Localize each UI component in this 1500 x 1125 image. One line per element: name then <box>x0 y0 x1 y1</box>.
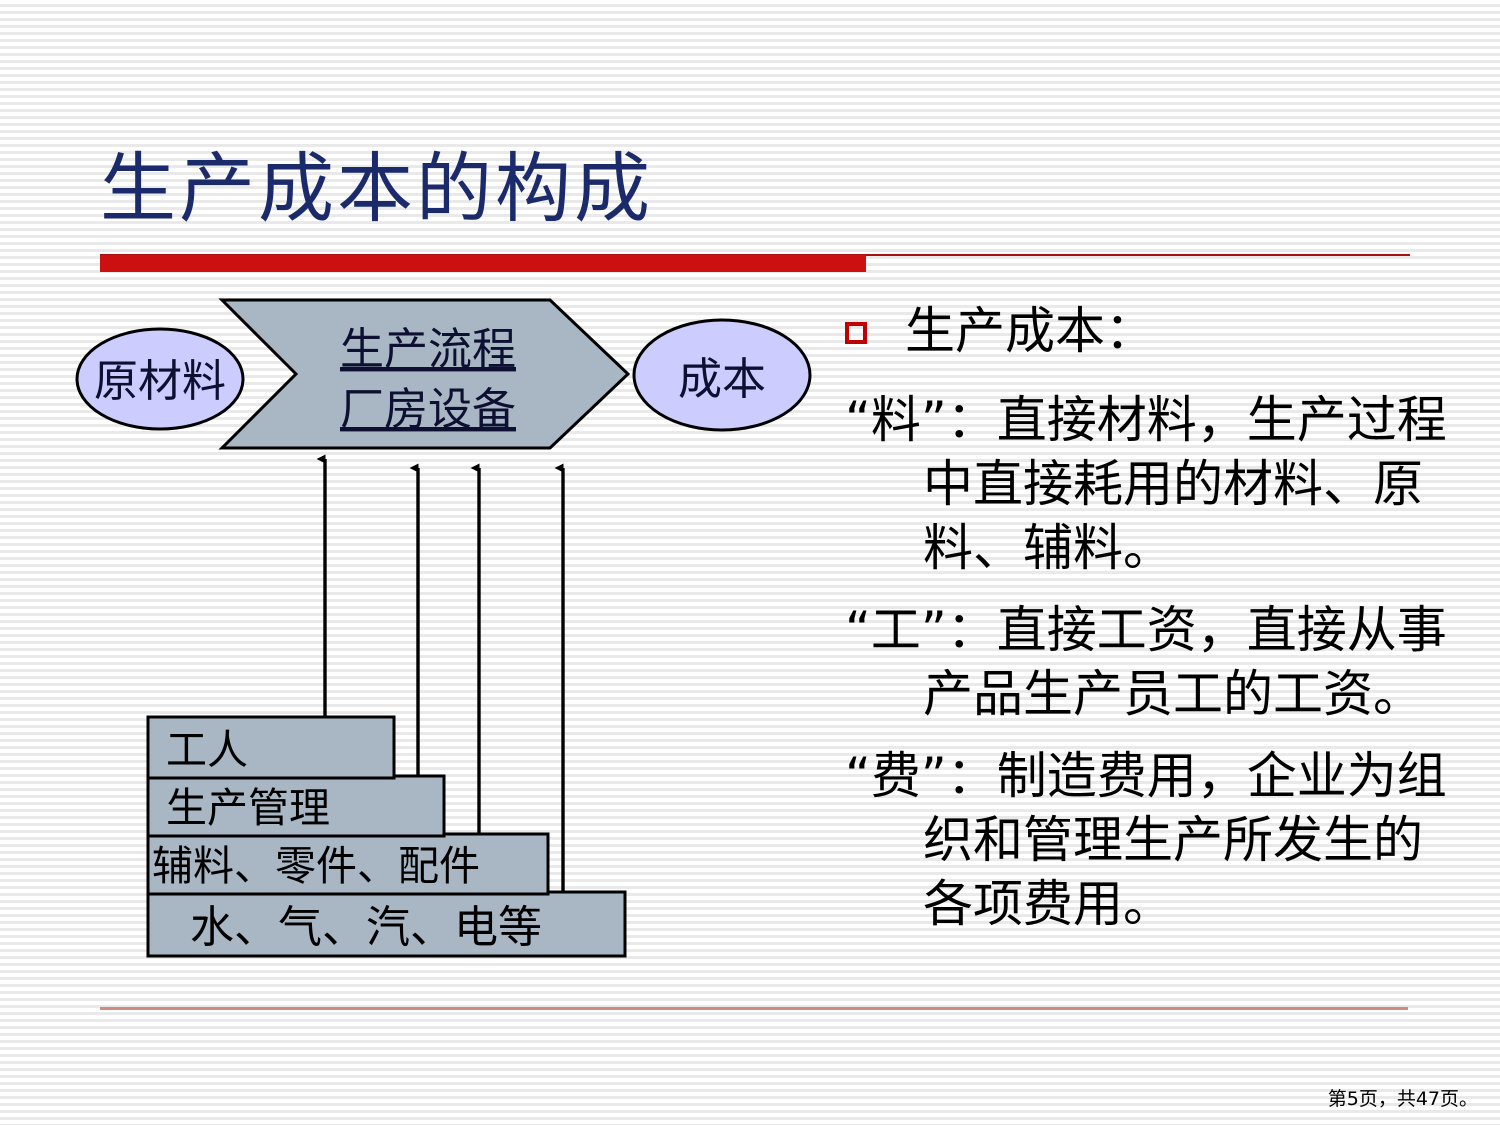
input-ellipse-label: 原材料 <box>94 356 226 407</box>
bullet-heading-label: 生产成本： <box>905 302 1155 360</box>
square-bullet-icon <box>845 322 867 344</box>
output-ellipse-label: 成本 <box>678 354 766 405</box>
page-title: 生产成本的构成 <box>100 144 653 233</box>
content-column: 生产成本： “料”：直接材料，生产过程中直接耗用的材料、原料、辅料。 “工”：直… <box>845 300 1465 954</box>
cost-definition-labor: “工”：直接工资，直接从事产品生产员工的工资。 <box>845 601 1447 723</box>
output-ellipse-shape <box>632 318 812 432</box>
process-chevron-line2: 厂房设备 <box>340 384 516 435</box>
bullet-heading-row: 生产成本： <box>845 300 1465 362</box>
input-bar-label-4: 水、气、汽、电等 <box>190 902 542 953</box>
process-chevron-line1: 生产流程 <box>340 324 516 375</box>
input-bar-rect-1 <box>146 715 396 780</box>
input-bar-label-3: 辅料、零件、配件 <box>152 842 480 890</box>
bottom-divider <box>100 1007 1408 1010</box>
page-number-footer: 第5页，共47页。 <box>1327 1088 1478 1110</box>
input-ellipse-shape <box>75 327 245 431</box>
input-bar-label-2: 生产管理 <box>166 784 330 832</box>
production-cost-diagram: 原材料 成本 生产流程 厂房设备 工人 生产管理 辅料、零件、配件 水、气、汽、… <box>75 298 812 958</box>
title-thick-rule <box>100 255 866 272</box>
cost-definition-material: “料”：直接材料，生产过程中直接耗用的材料、原料、辅料。 <box>845 391 1447 577</box>
process-chevron-shape <box>218 298 631 450</box>
cost-definition-overhead: “费”：制造费用，企业为组织和管理生产所发生的各项费用。 <box>845 747 1447 933</box>
input-bar-label-1: 工人 <box>166 726 248 774</box>
